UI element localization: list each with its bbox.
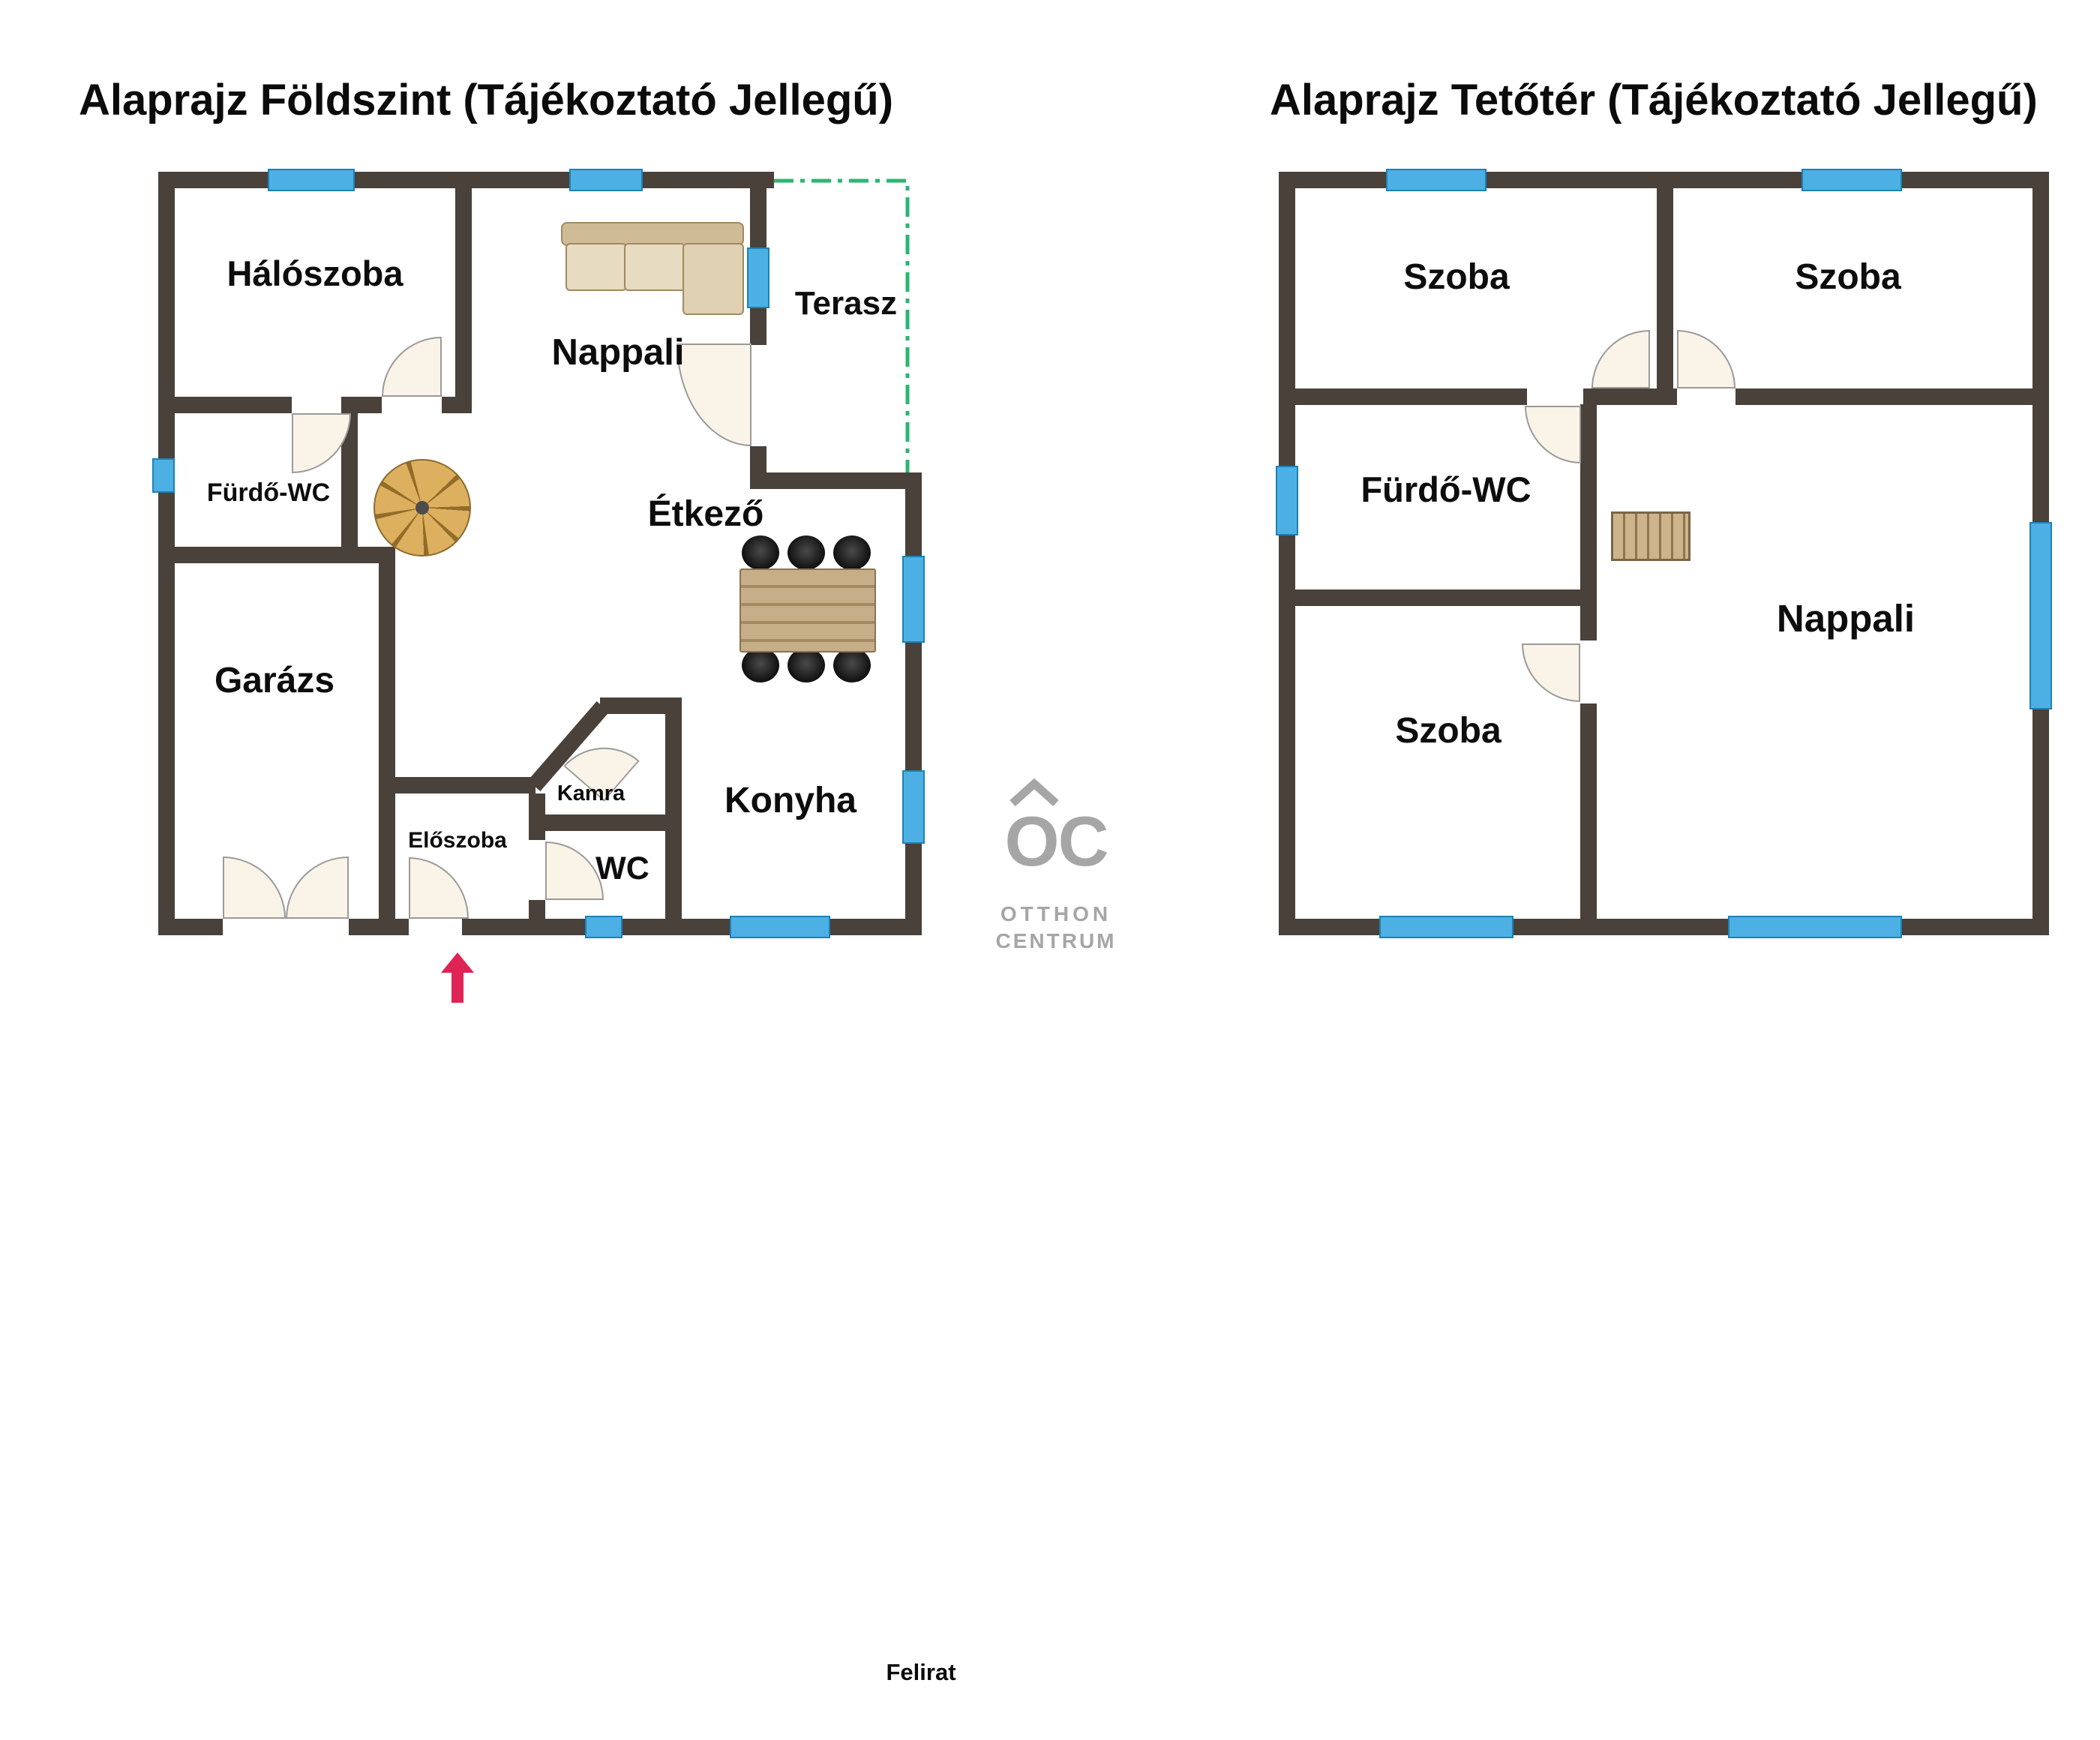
door-swing-wc — [545, 842, 604, 900]
sofa-chaise — [682, 243, 744, 315]
room-label-nappali: Nappali — [551, 332, 685, 373]
wall-segment — [1279, 590, 1597, 606]
left-plan-title: Alaprajz Földszint (Tájékoztató Jellegű) — [79, 76, 894, 124]
window-marker — [902, 770, 925, 844]
wall-segment — [442, 397, 472, 413]
wall-segment — [1657, 172, 1673, 404]
wall-segment — [1650, 388, 1677, 405]
door-swing-bedroom — [382, 337, 442, 397]
window-marker — [569, 169, 643, 191]
right-plan-title: Alaprajz Tetőtér (Tájékoztató Jellegű) — [1270, 76, 2038, 124]
sofa-cushion — [566, 243, 627, 291]
logo-name-line2: CENTRUM — [995, 929, 1117, 952]
wall-segment — [1279, 388, 1527, 405]
window-marker — [1802, 169, 1902, 191]
wall-segment — [455, 172, 472, 412]
door-swing-garage-right — [286, 856, 349, 919]
wall-segment — [1279, 172, 1295, 935]
room-label-szoba-top-left: Szoba — [1403, 257, 1510, 297]
window-marker — [1728, 916, 1902, 938]
window-marker — [902, 556, 925, 643]
sofa-cushion — [624, 243, 686, 291]
chair — [742, 536, 779, 570]
wall-segment — [351, 397, 382, 413]
wall-segment — [175, 397, 292, 413]
door-swing-bathroom — [1525, 406, 1581, 464]
logo-name-line1: OTTHON — [1000, 902, 1112, 926]
room-label-terasz: Terasz — [794, 285, 898, 322]
wall-segment — [1580, 404, 1597, 640]
room-label-etkezo: Étkező — [647, 494, 764, 534]
door-opening — [223, 919, 349, 935]
staircase — [1611, 512, 1690, 561]
wall-segment — [1580, 704, 1597, 935]
chair — [788, 648, 825, 682]
door-swing-room-bottom — [1522, 644, 1580, 702]
wall-segment — [379, 777, 536, 794]
window-marker — [2030, 522, 2052, 710]
chair — [742, 648, 779, 682]
wall-segment — [750, 472, 922, 489]
chair — [788, 536, 825, 570]
logo-roof-icon — [1010, 778, 1059, 806]
window-marker — [585, 916, 622, 938]
wall-segment — [1736, 388, 2049, 405]
wall-segment — [158, 547, 395, 563]
wall-segment — [379, 547, 395, 935]
entrance-arrow-icon — [441, 952, 474, 1003]
room-label-szoba-top-right: Szoba — [1795, 257, 1901, 297]
door-swing-room-left — [1592, 330, 1650, 388]
brand-logo: OC OTTHON CENTRUM — [988, 776, 1124, 953]
window-marker — [1276, 466, 1298, 536]
door-opening — [409, 919, 462, 935]
window-marker — [747, 248, 770, 308]
room-label-furdo-wc-attic: Fürdő-WC — [1360, 470, 1532, 509]
room-label-kamra: Kamra — [556, 782, 626, 806]
door-swing-garage-left — [223, 856, 286, 919]
window-marker — [268, 169, 355, 191]
logo-monogram: OC — [1004, 802, 1109, 880]
room-label-konyha: Konyha — [724, 781, 856, 820]
room-label-furdo-wc: Fürdő-WC — [206, 478, 331, 507]
room-label-wc: WC — [596, 850, 650, 886]
room-label-nappali-attic: Nappali — [1776, 597, 1916, 640]
terrace-boundary-line — [774, 178, 910, 481]
room-label-haloszoba: Hálószoba — [226, 254, 404, 293]
dining-table — [740, 568, 876, 652]
caption-text: Felirat — [886, 1659, 956, 1685]
chair — [833, 536, 871, 570]
dining-set — [734, 536, 878, 682]
wall-segment — [1583, 388, 1650, 405]
chair — [833, 648, 871, 682]
window-marker — [152, 458, 175, 493]
window-marker — [1386, 169, 1486, 191]
wall-segment — [600, 698, 682, 714]
room-label-garazs: Garázs — [214, 661, 335, 700]
sofa — [561, 222, 744, 315]
room-label-eloszoba: Előszoba — [408, 828, 507, 853]
door-swing-entry — [409, 857, 469, 919]
wall-segment — [905, 472, 922, 935]
spiral-staircase — [374, 459, 471, 556]
window-marker — [730, 916, 830, 938]
wall-segment — [529, 814, 682, 831]
wall-segment — [529, 794, 545, 840]
wall-segment — [529, 900, 545, 935]
window-marker — [1379, 916, 1514, 938]
door-swing-room-right — [1677, 330, 1736, 388]
room-label-szoba-bottom: Szoba — [1395, 711, 1502, 751]
